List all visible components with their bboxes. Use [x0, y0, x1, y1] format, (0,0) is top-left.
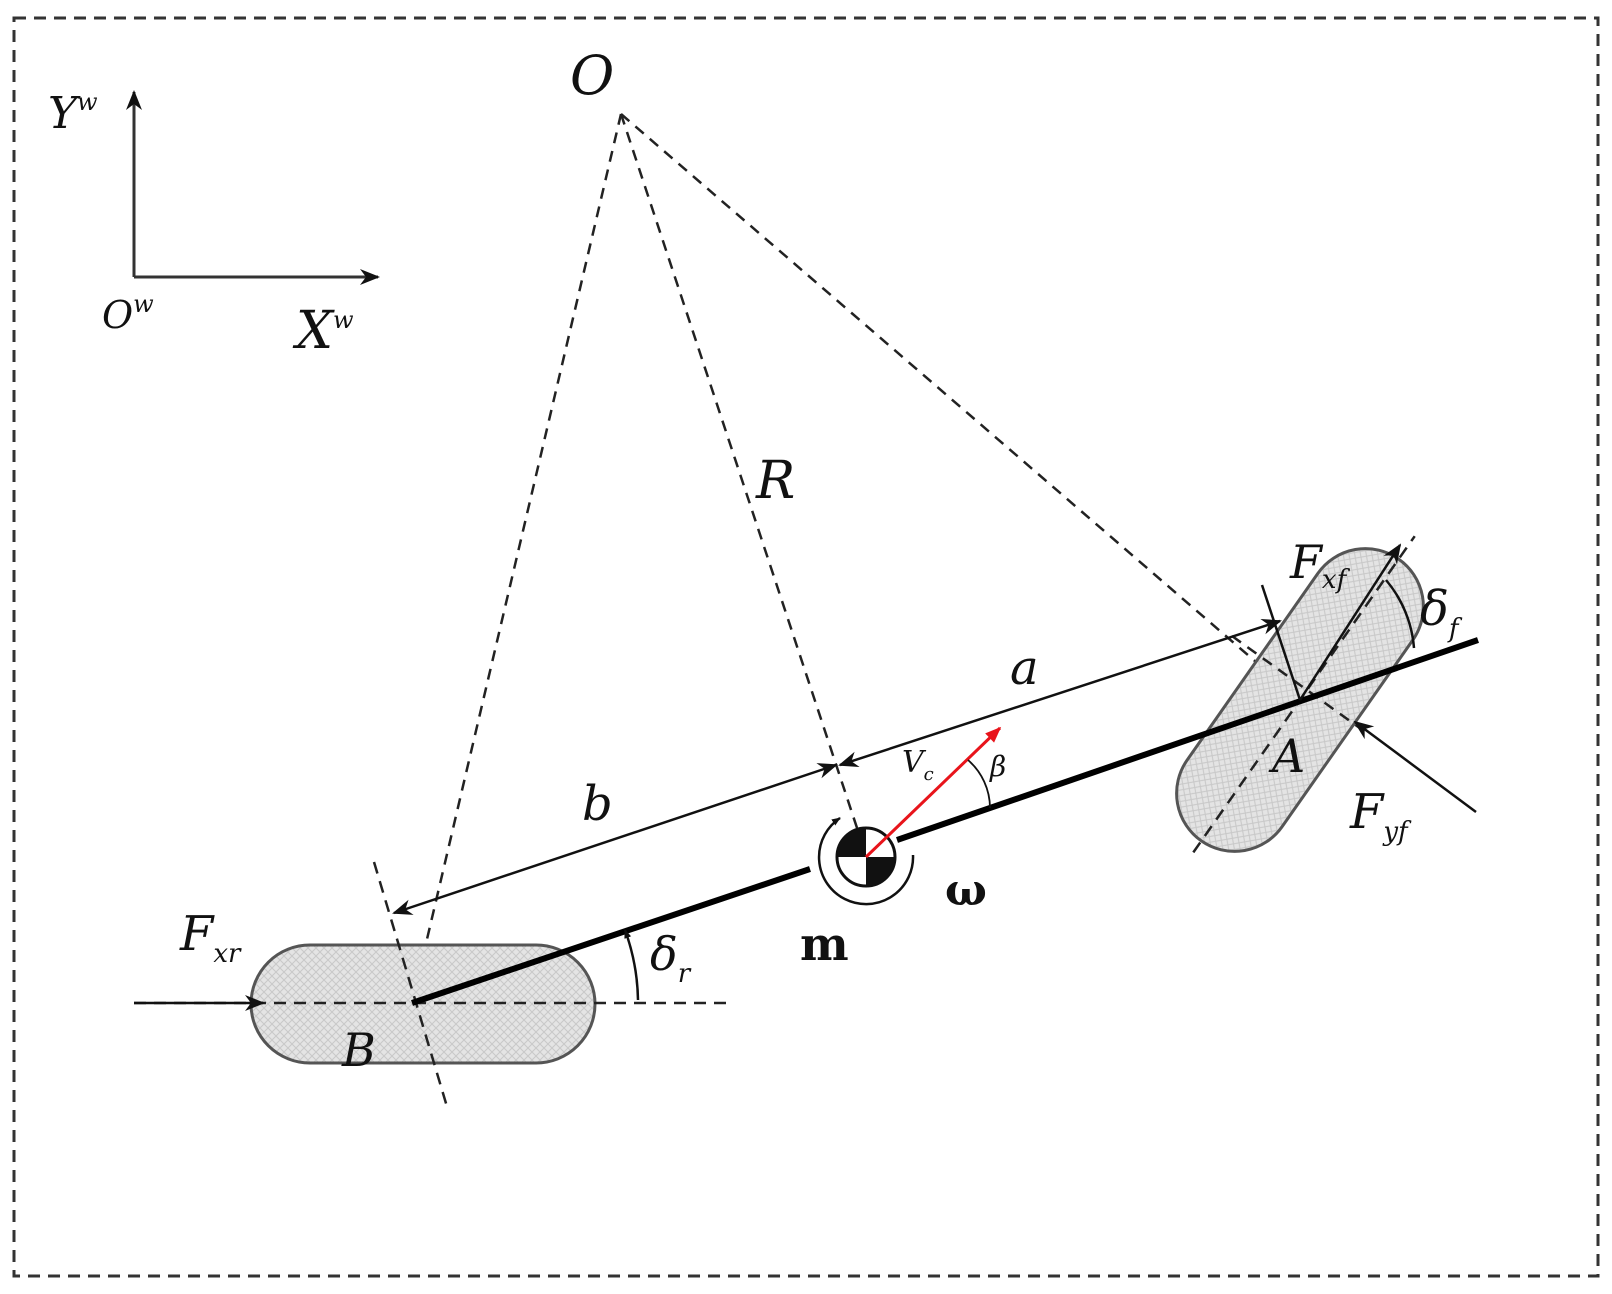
- instant-center-label: O: [570, 44, 614, 107]
- y-axis-label: Yw: [48, 88, 98, 139]
- yaw-rate-arc: [817, 816, 915, 906]
- slip-angle-arc: [967, 759, 991, 809]
- outer-frame: [12, 16, 1600, 1278]
- front-wheel-centerline: [1192, 535, 1416, 854]
- rear-steer-label: δr: [650, 927, 692, 989]
- dimension-extension: [1260, 584, 1302, 701]
- rear-axle-perpendicular: [372, 861, 450, 1111]
- vehicle-body-rear: [411, 866, 811, 1006]
- x-axis-label: Xw: [292, 301, 354, 361]
- front-axle-label: A: [1268, 729, 1305, 783]
- line-o-to-b: [410, 113, 623, 1004]
- yaw-rate-label: ω: [945, 865, 987, 916]
- velocity-label: Vc: [902, 745, 934, 785]
- front-distance-label: a: [1010, 640, 1039, 696]
- velocity-vector: [864, 726, 1002, 859]
- front-longitudinal-force-arrow: [1298, 543, 1402, 701]
- rear-distance-label: b: [582, 776, 613, 832]
- front-longitudinal-force-label: Fxf: [1289, 535, 1351, 595]
- rear-longitudinal-force-label: Fxr: [179, 906, 242, 969]
- slip-angle-label: β: [989, 750, 1006, 783]
- origin-label: Ow: [102, 290, 154, 337]
- radius-label: R: [755, 451, 795, 511]
- dimension-a: [838, 618, 1282, 768]
- front-lateral-force-label: Fyf: [1349, 784, 1412, 847]
- line-o-to-a: [620, 113, 1301, 701]
- rear-axle-label: B: [341, 1023, 376, 1077]
- dimension-b: [392, 763, 838, 915]
- mass-label: m: [800, 917, 849, 971]
- rear-steer-arc: [623, 929, 640, 1001]
- front-steer-label: δf: [1420, 581, 1463, 644]
- front-lateral-force-arrow: [1353, 720, 1477, 814]
- line-o-to-cg: [619, 113, 863, 841]
- front-steer-arc: [1385, 579, 1416, 649]
- world-frame: Yw Ow Xw: [48, 88, 380, 361]
